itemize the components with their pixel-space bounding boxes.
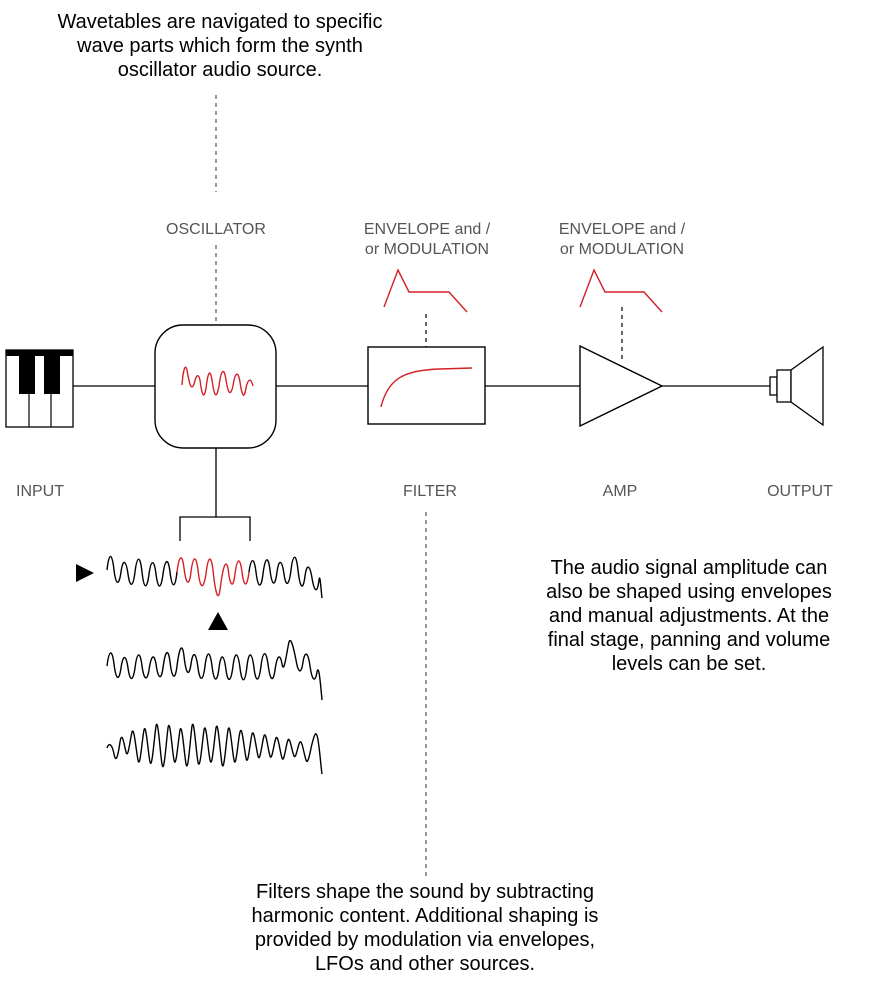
speaker-icon — [769, 345, 824, 427]
amp-triangle — [579, 344, 664, 428]
filter-curve-icon — [380, 367, 473, 408]
up-triangle-icon — [208, 612, 228, 630]
wavetable-wave-3 — [106, 723, 323, 775]
filter-block — [367, 346, 486, 425]
oscillator-wave-icon — [181, 366, 254, 396]
oscillator-label: OSCILLATOR — [166, 221, 266, 238]
wavetable-note: Wavetables are navigated to specific wav… — [57, 11, 383, 81]
filter-envelope-icon — [383, 268, 468, 313]
play-triangle-icon — [76, 564, 94, 582]
wavetable-selected-segment — [176, 557, 250, 597]
wavetable-bracket — [179, 516, 251, 541]
wavetable-wave-2 — [106, 639, 323, 701]
output-label: OUTPUT — [767, 483, 833, 500]
amp-envelope-icon — [579, 268, 663, 313]
piano-keys-icon — [5, 349, 74, 428]
filter-label: FILTER — [403, 483, 457, 500]
input-label: INPUT — [16, 483, 64, 500]
amp-envelope-label: ENVELOPE and / or MODULATION — [558, 221, 686, 258]
filter-envelope-label: ENVELOPE and / or MODULATION — [363, 221, 491, 258]
filter-note: Filters shape the sound by subtracting h… — [251, 881, 599, 975]
amp-note: The audio signal amplitude can also be s… — [546, 557, 832, 675]
oscillator-block — [154, 324, 277, 449]
amp-label: AMP — [602, 483, 638, 500]
wavetable-wave-1 — [106, 555, 323, 599]
